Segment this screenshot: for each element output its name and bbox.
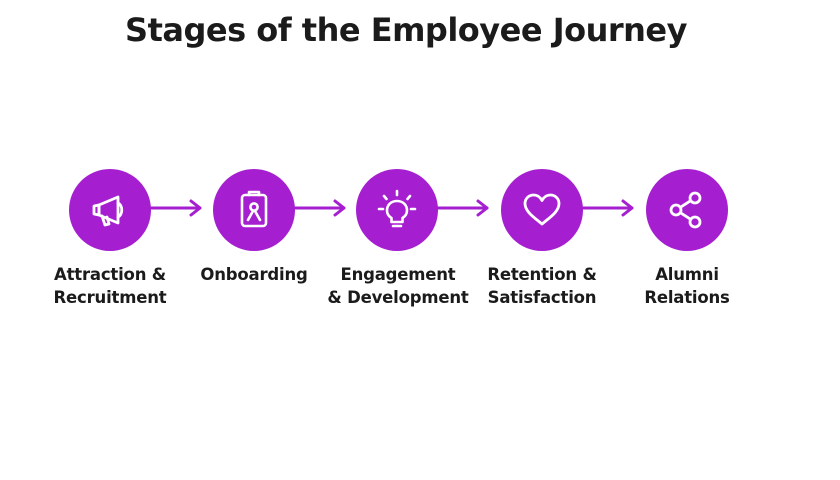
heart-icon xyxy=(523,193,561,226)
stage-3-circle xyxy=(356,169,438,251)
connector-arrow-1 xyxy=(146,198,206,218)
megaphone-icon xyxy=(92,195,124,227)
id-badge-clipboard-icon xyxy=(240,190,268,228)
share-network-icon xyxy=(669,191,702,229)
connector-arrow-4 xyxy=(578,198,638,218)
stage-2-circle xyxy=(213,169,295,251)
lightbulb-icon xyxy=(377,189,417,228)
connector-arrow-2 xyxy=(290,198,350,218)
stage-3-label: Engagement & Development xyxy=(327,265,469,307)
stage-4-circle xyxy=(501,169,583,251)
stage-5-circle xyxy=(646,169,728,251)
stage-4-label: Retention & Satisfaction xyxy=(487,265,597,307)
stage-1-circle xyxy=(69,169,151,251)
stage-5-label: Alumni Relations xyxy=(644,265,730,307)
stage-2-label: Onboarding xyxy=(200,265,308,284)
stage-1-label: Attraction & Recruitment xyxy=(53,265,167,307)
page-title: Stages of the Employee Journey xyxy=(125,11,687,49)
connector-arrow-3 xyxy=(433,198,493,218)
